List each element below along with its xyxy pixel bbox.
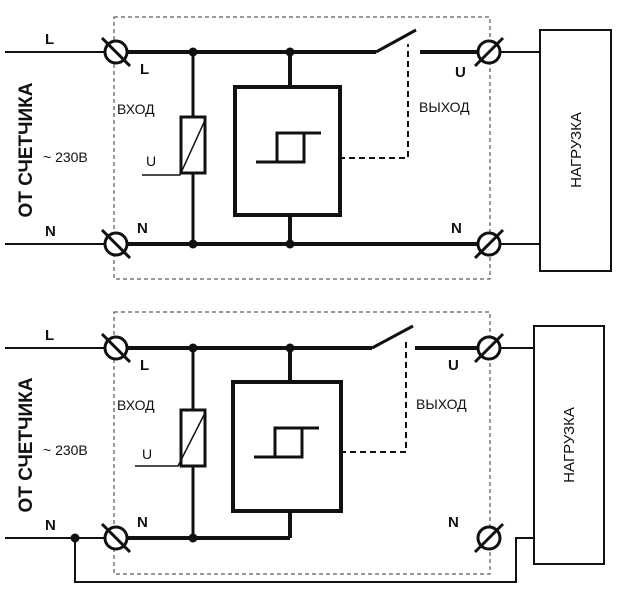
neutral-in-terminal-label: N <box>137 514 148 531</box>
neutral-out-label: N <box>451 220 462 237</box>
varistor-arrow <box>142 117 207 176</box>
varistor-label: U <box>142 446 152 462</box>
neutral-in-label: N <box>45 223 56 240</box>
junction-dot <box>188 533 198 543</box>
junction-dot <box>188 47 198 57</box>
neutral-out-label: N <box>448 514 459 531</box>
source-label: ОТ СЧЕТЧИКА <box>16 82 37 217</box>
voltage-relay-module <box>233 85 342 217</box>
output-label: ВЫХОД <box>419 99 470 115</box>
load-box <box>533 325 605 565</box>
voltage-relay-module <box>231 380 343 513</box>
line-in-label: L <box>45 327 54 344</box>
terminal-line-in <box>100 36 132 68</box>
varistor-arrow <box>135 410 207 467</box>
diagram-2: ОТ СЧЕТЧИКА ~ 230В L L N N ВХОД U ВЫХОД … <box>5 311 605 583</box>
junction-dot <box>285 343 295 353</box>
hysteresis-symbol <box>254 426 319 459</box>
line-in-terminal-label: L <box>140 357 149 374</box>
terminal-neutral-in <box>100 228 132 260</box>
varistor-label: U <box>146 153 156 169</box>
load-box <box>539 29 612 272</box>
junction-dot <box>188 239 198 249</box>
control-link <box>339 44 409 159</box>
line-out-label: U <box>448 357 459 374</box>
diagram-1: ОТ СЧЕТЧИКА ~ 230В L L N N ВХОД U ВЫХОД … <box>5 16 612 280</box>
line-in-terminal-label: L <box>140 61 149 78</box>
terminal-neutral-out <box>473 228 505 260</box>
terminal-neutral-in <box>100 522 132 554</box>
junction-dot <box>285 239 295 249</box>
input-label: ВХОД <box>117 397 155 413</box>
junction-dot <box>70 533 80 543</box>
load-label: НАГРУЗКА <box>561 407 578 483</box>
line-out-label: U <box>455 64 466 81</box>
terminal-neutral-out <box>473 522 505 554</box>
device-boundary <box>113 16 491 280</box>
input-label: ВХОД <box>117 101 155 117</box>
load-label: НАГРУЗКА <box>568 112 585 188</box>
neutral-in-terminal-label: N <box>137 220 148 237</box>
relay-contact <box>375 28 417 54</box>
source-label: ОТ СЧЕТЧИКА <box>16 377 37 512</box>
relay-contact <box>371 324 414 350</box>
junction-dot <box>188 343 198 353</box>
neutral-bypass-wire <box>74 537 534 583</box>
output-label: ВЫХОД <box>416 396 467 412</box>
control-link <box>340 340 407 453</box>
neutral-in-label: N <box>45 517 56 534</box>
voltage-label: ~ 230В <box>43 442 88 458</box>
voltage-label: ~ 230В <box>43 149 88 165</box>
device-boundary <box>113 311 491 575</box>
terminal-line-out <box>473 332 505 364</box>
junction-dot <box>285 47 295 57</box>
terminal-line-in <box>100 332 132 364</box>
hysteresis-symbol <box>256 131 321 164</box>
terminal-line-out <box>473 36 505 68</box>
line-in-label: L <box>45 31 54 48</box>
